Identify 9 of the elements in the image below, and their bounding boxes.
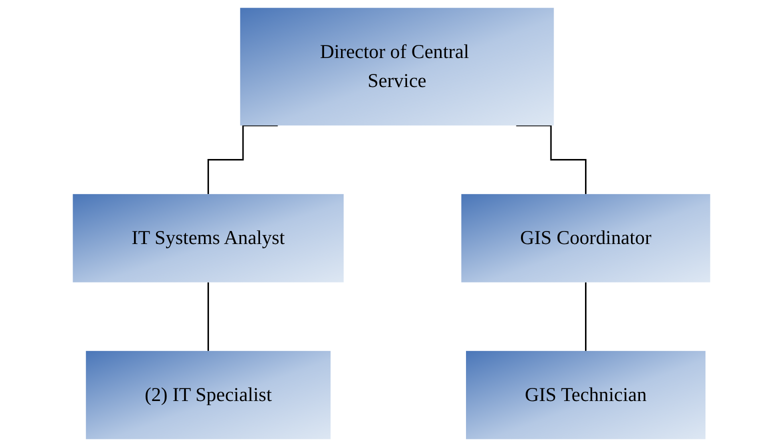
node-box: IT Systems Analyst	[72, 194, 344, 282]
connector	[208, 282, 209, 352]
node-box: (2) IT Specialist	[86, 350, 331, 440]
connector	[208, 124, 278, 195]
connector	[585, 282, 586, 352]
connector	[516, 124, 586, 195]
node-box: GIS Coordinator	[461, 194, 710, 282]
node-box: Director of Central Service	[240, 8, 554, 126]
node-box: GIS Technician	[466, 350, 706, 440]
